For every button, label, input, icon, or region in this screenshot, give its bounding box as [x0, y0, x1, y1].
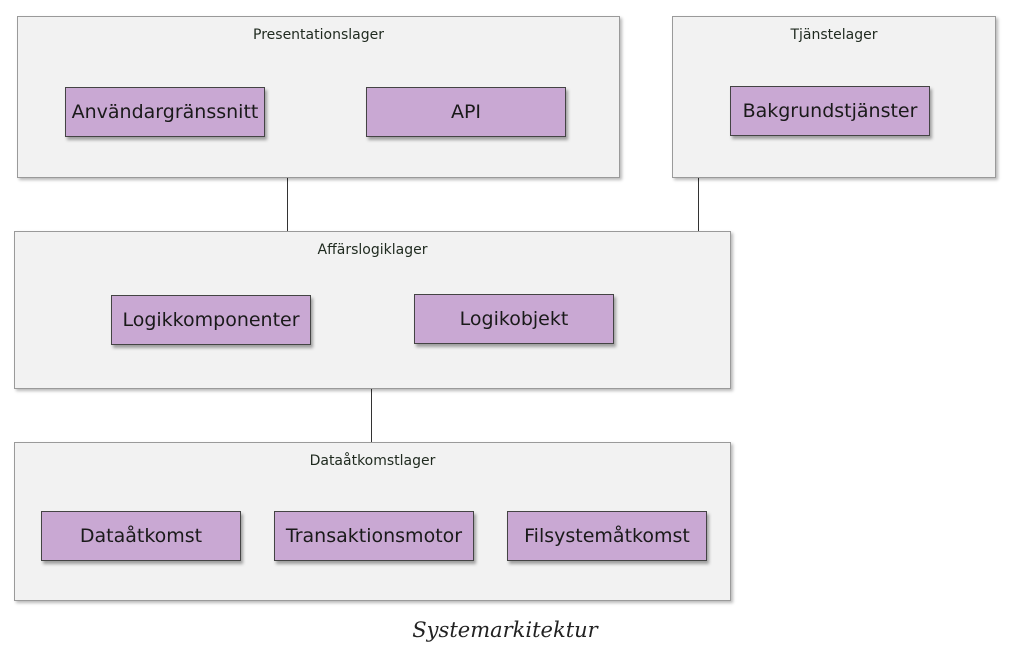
connector-presentation-business [287, 178, 288, 231]
business-logic-layer: Affärslogiklager Logikkomponenter Logiko… [14, 231, 731, 389]
connector-services-business [698, 178, 699, 231]
logic-objects-component: Logikobjekt [414, 294, 614, 344]
filesystem-access-component: Filsystemåtkomst [507, 511, 707, 561]
services-layer-title: Tjänstelager [790, 27, 878, 43]
data-access-layer-title: Dataåtkomstlager [309, 453, 436, 469]
data-access-layer: Dataåtkomstlager Dataåtkomst Transaktion… [14, 442, 731, 601]
presentation-layer: Presentationslager Användargränssnitt AP… [17, 16, 620, 178]
services-layer: Tjänstelager Bakgrundstjänster [672, 16, 996, 178]
user-interface-component: Användargränssnitt [65, 87, 265, 137]
diagram-caption: Systemarkitektur [412, 618, 598, 642]
logic-components-component: Logikkomponenter [111, 295, 311, 345]
connector-business-data-access [371, 389, 372, 442]
data-access-component: Dataåtkomst [41, 511, 241, 561]
api-component: API [366, 87, 566, 137]
business-logic-layer-title: Affärslogiklager [317, 242, 428, 258]
background-services-component: Bakgrundstjänster [730, 86, 930, 136]
transaction-engine-component: Transaktionsmotor [274, 511, 474, 561]
presentation-layer-title: Presentationslager [253, 27, 384, 43]
